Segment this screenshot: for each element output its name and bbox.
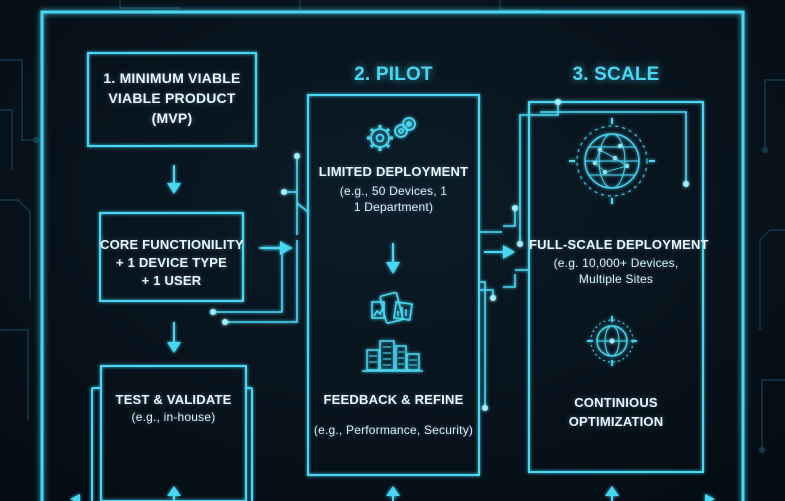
scale-title: 3. SCALE bbox=[572, 64, 660, 85]
pilot-title: 2. PILOT bbox=[354, 64, 433, 85]
pilot-deploy-sub-1: (e.g., 50 Devices, 1 bbox=[339, 184, 448, 198]
connector-nodes bbox=[210, 99, 689, 411]
scale-optimize-line-1: CONTINIOUS bbox=[574, 395, 658, 410]
pilot-deploy-sub-2: 1 Department) bbox=[353, 200, 434, 214]
pilot-box bbox=[307, 94, 480, 476]
scale-deploy-sub-2: Multiple Sites bbox=[578, 272, 654, 286]
scale-box bbox=[528, 101, 704, 473]
globe-network-icon bbox=[569, 118, 655, 204]
pilot-feedback-sub: (e.g., Performance, Security) bbox=[313, 423, 474, 437]
gears-icon bbox=[367, 117, 416, 151]
devices-icon bbox=[371, 291, 413, 324]
core-line-2: + 1 DEVICE TYPE bbox=[115, 255, 227, 270]
core-functionality-box bbox=[99, 212, 244, 302]
mvp-title-line-2: VIABLE PRODUCT bbox=[108, 90, 236, 106]
core-line-3: + 1 USER bbox=[141, 273, 202, 288]
target-network-icon bbox=[587, 316, 637, 366]
buildings-icon bbox=[362, 340, 423, 372]
pilot-deploy-title: LIMITED DEPLOYMENT bbox=[318, 164, 469, 179]
mvp-title-line-3: (MVP) bbox=[151, 110, 193, 126]
test-validate-box bbox=[100, 365, 247, 501]
mvp-title-box bbox=[87, 52, 257, 147]
scale-deploy-sub-1: (e.g. 10,000+ Devices, bbox=[553, 256, 679, 270]
scale-deploy-title: FULL-SCALE DEPLOYMENT bbox=[529, 237, 709, 252]
mvp-title-line-1: 1. MINIMUM VIABLE bbox=[103, 70, 241, 86]
core-line-1: CORE FUNCTIONILITY bbox=[100, 237, 244, 252]
scale-optimize-line-2: OPTIMIZATION bbox=[568, 414, 664, 429]
circuit-connectors bbox=[213, 102, 687, 408]
test-validate-title: TEST & VALIDATE bbox=[115, 392, 232, 407]
outer-frame bbox=[40, 10, 745, 501]
test-validate-sub: (e.g., in-house) bbox=[131, 410, 216, 424]
test-box-outer-bracket bbox=[91, 387, 253, 501]
flow-arrows bbox=[70, 165, 715, 501]
background-circuit bbox=[0, 0, 785, 454]
pilot-feedback-title: FEEDBACK & REFINE bbox=[323, 392, 464, 407]
